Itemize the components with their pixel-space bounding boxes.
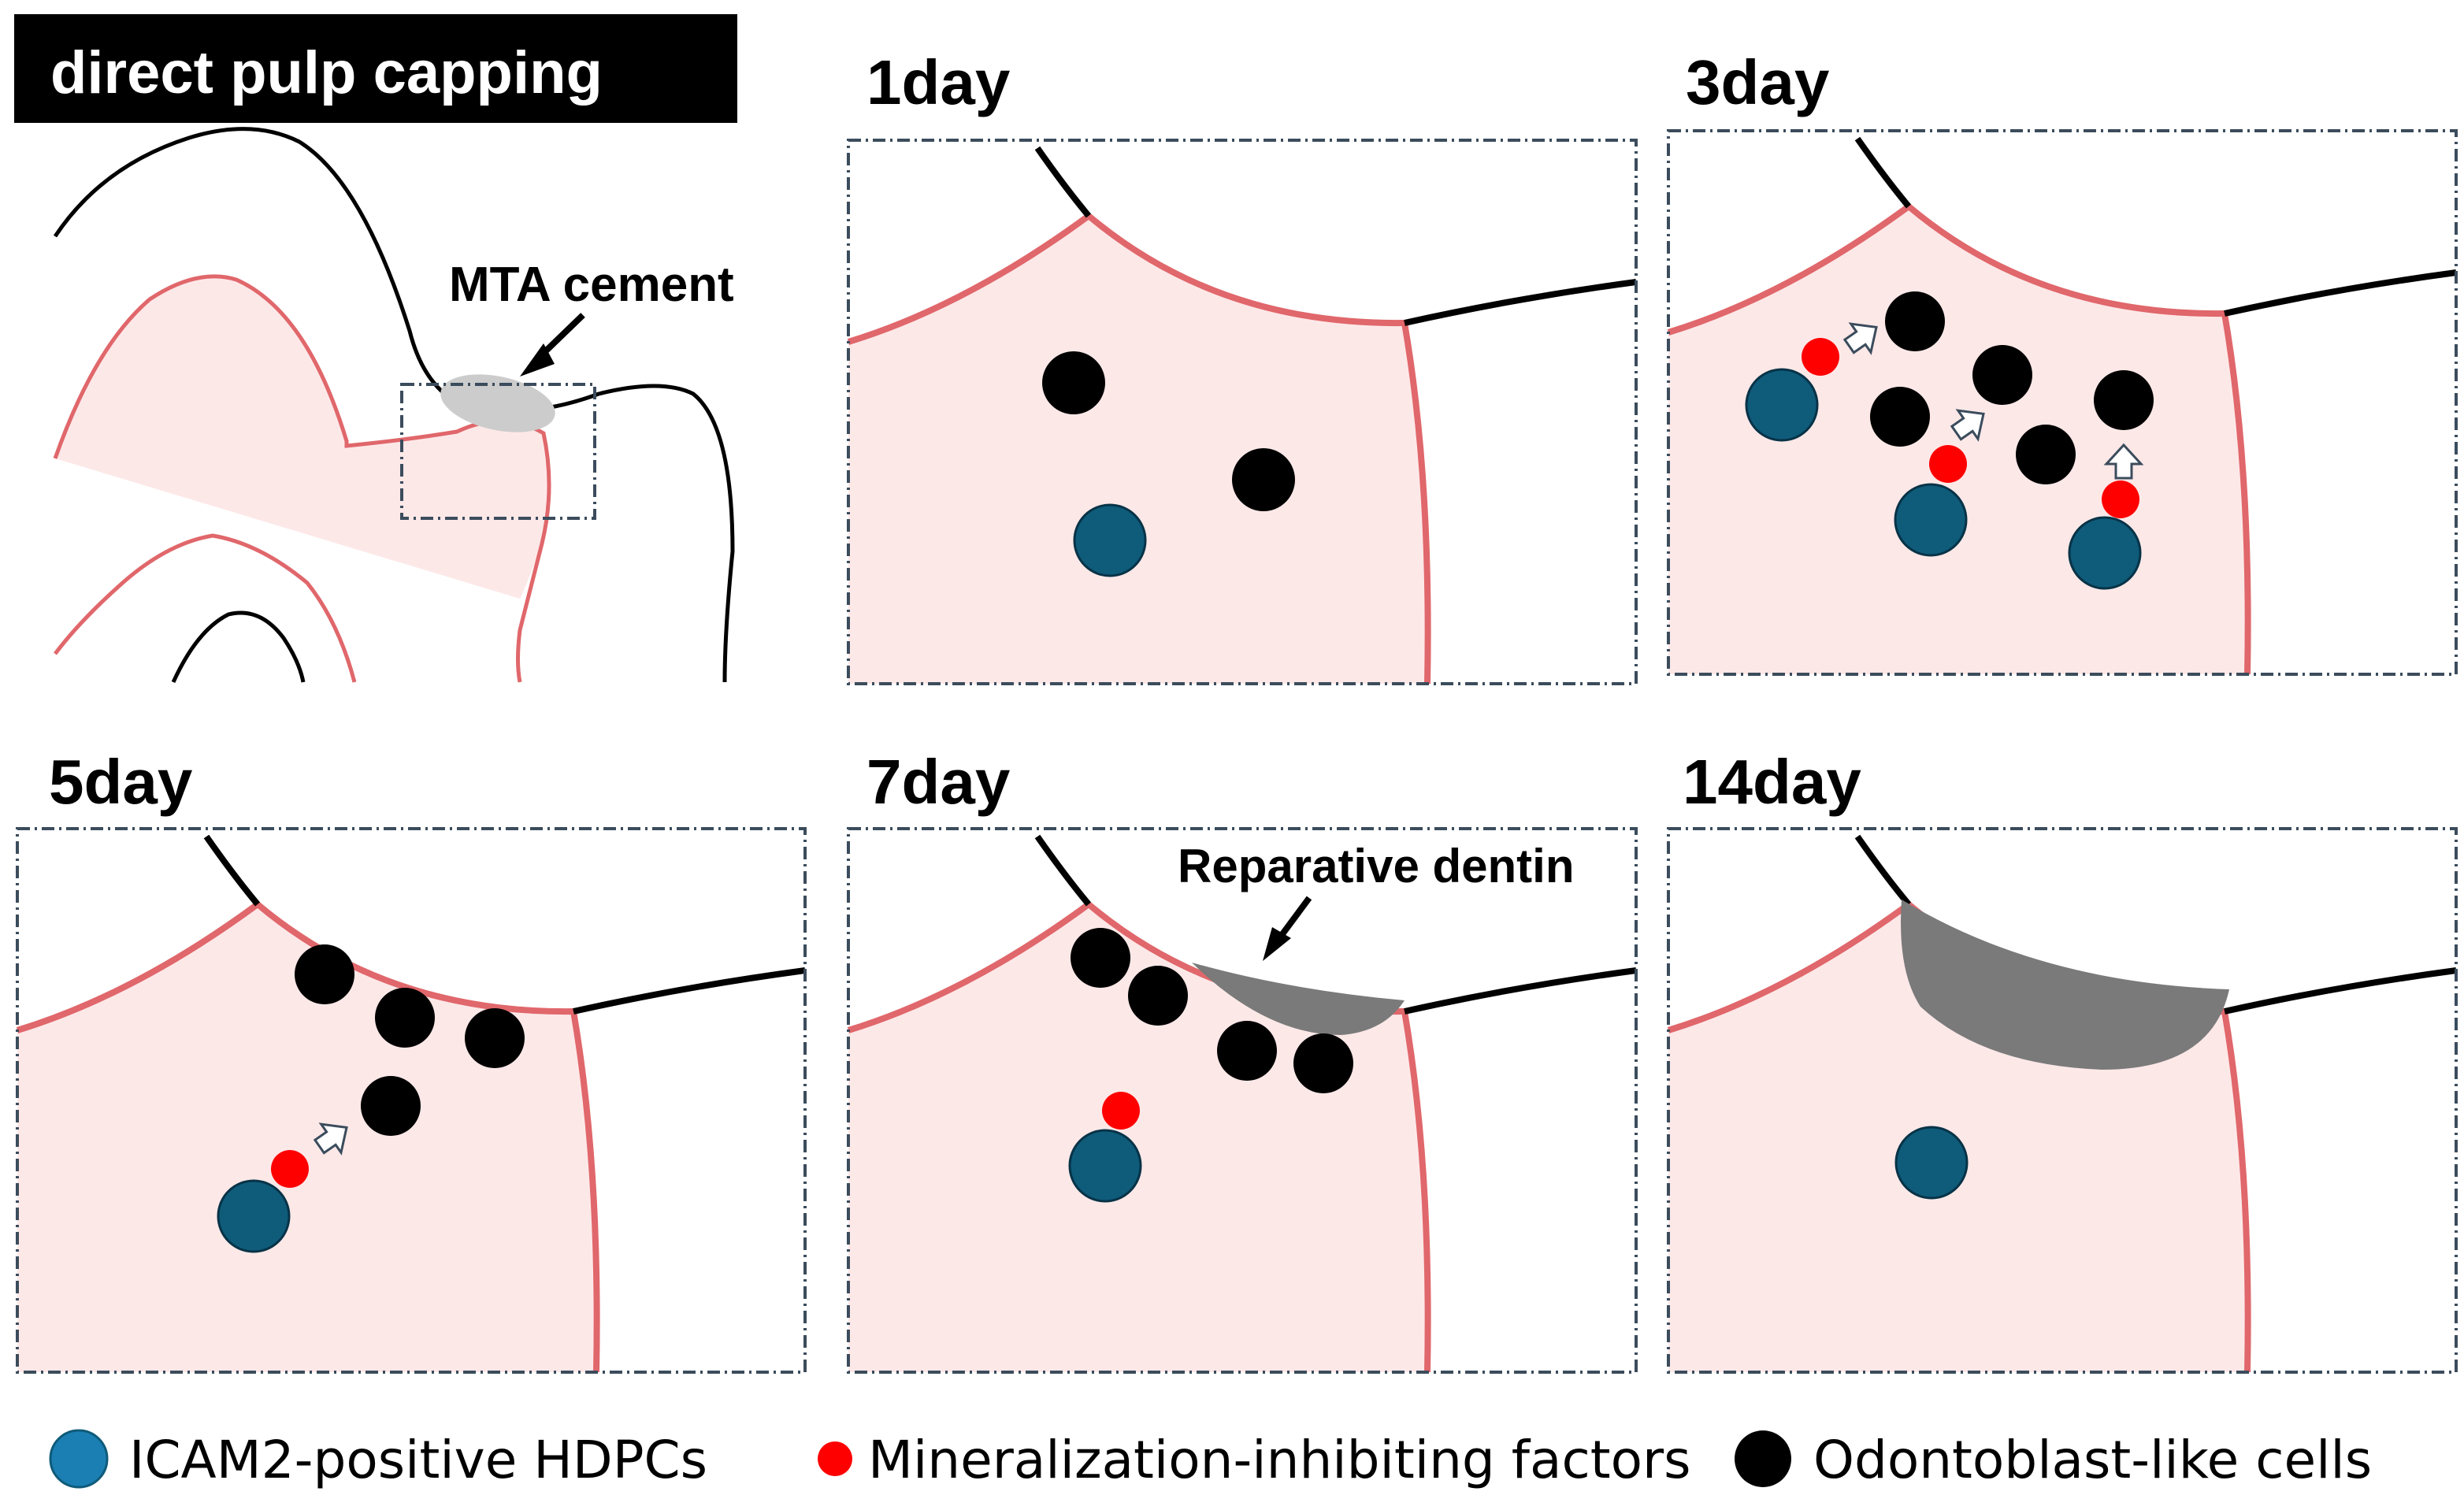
panel-7day: Reparative dentin: [848, 829, 1636, 1372]
odontoblast-cell: [361, 1076, 421, 1136]
odontoblast-cell: [1071, 928, 1130, 988]
overview-tooth: MTA cement: [53, 127, 735, 684]
icam2-hdpc: [1894, 1126, 1969, 1200]
panel-label-3day: 3day: [1686, 47, 1830, 117]
dentin-label: Reparative dentin: [1178, 840, 1574, 892]
odontoblast-cell: [1972, 345, 2032, 405]
title-block: direct pulp capping: [14, 14, 737, 123]
panel-label-5day: 5day: [49, 747, 193, 817]
icam2-hdpc: [1068, 1129, 1142, 1203]
mta-label: MTA cement: [449, 258, 734, 312]
odontoblast-cell: [465, 1008, 525, 1068]
panel-5day: [17, 829, 805, 1372]
inhibitor-factor: [271, 1150, 309, 1188]
mta-arrow-head: [520, 343, 555, 377]
panel-3day: [1668, 131, 2456, 674]
odontoblast-cell: [1293, 1033, 1353, 1093]
dentin-arrow-head: [1263, 927, 1291, 961]
reparative-dentin: [1901, 900, 2229, 1070]
odontoblast-cell: [295, 944, 354, 1004]
legend-inhibitor-label: Mineralization-inhibiting factors: [868, 1430, 1691, 1490]
zoom-region: [400, 383, 596, 520]
mta-cement: [440, 374, 555, 432]
icam2-hdpc: [217, 1179, 291, 1253]
legend-odontoblast-swatch: [1735, 1430, 1791, 1487]
icam2-hdpc: [2068, 516, 2142, 590]
odontoblast-cell: [1217, 1021, 1277, 1081]
odontoblast-cell: [1885, 291, 1945, 351]
odontoblast-cell: [1870, 387, 1930, 447]
inhibitor-factor: [1102, 1092, 1140, 1130]
icam2-hdpc: [1894, 483, 1968, 557]
odontoblast-cell: [2094, 370, 2154, 430]
panel-14day: [1668, 829, 2456, 1372]
pulp-region: [1668, 829, 2456, 1372]
legend-odontoblast-label: Odontoblast-like cells: [1813, 1430, 2372, 1490]
inhibitor-factor: [2102, 480, 2139, 518]
legend-icam2-swatch: [49, 1429, 109, 1489]
legend-icam2-label: ICAM2-positive HDPCs: [129, 1430, 707, 1490]
panel-label-7day: 7day: [866, 747, 1011, 817]
odontoblast-cell: [2016, 425, 2076, 484]
pulp-inner-outline: [54, 533, 357, 683]
pulp-outline: [53, 274, 551, 683]
panel-1day: [848, 140, 1636, 684]
inhibitor-factor: [1929, 445, 1967, 483]
inhibitor-factor: [1802, 338, 1839, 376]
odontoblast-cell: [1042, 351, 1105, 414]
odontoblast-cell: [1128, 966, 1188, 1026]
icam2-hdpc: [1073, 503, 1147, 577]
figure-title: direct pulp capping: [50, 39, 603, 106]
pulp-region: [848, 140, 1636, 684]
panel-border: [1667, 827, 2458, 1374]
panel-border: [847, 139, 1638, 685]
pulp-region: [848, 829, 1636, 1372]
legend-inhibitor-swatch: [818, 1441, 852, 1476]
panel-border: [847, 827, 1638, 1374]
reparative-dentin: [1192, 963, 1405, 1035]
icam2-hdpc: [1745, 368, 1819, 442]
pulp-chamber: [55, 276, 550, 599]
panel-label-1day: 1day: [866, 47, 1011, 117]
root-canal-outline: [171, 610, 306, 684]
legend: ICAM2-positive HDPCs Mineralization-inhi…: [49, 1429, 2372, 1490]
panel-border: [1667, 129, 2458, 676]
title-background: [14, 14, 737, 123]
odontoblast-cell: [1232, 448, 1295, 511]
odontoblast-cell: [375, 988, 435, 1048]
panel-border: [16, 827, 807, 1374]
panel-label-14day: 14day: [1683, 747, 1861, 817]
